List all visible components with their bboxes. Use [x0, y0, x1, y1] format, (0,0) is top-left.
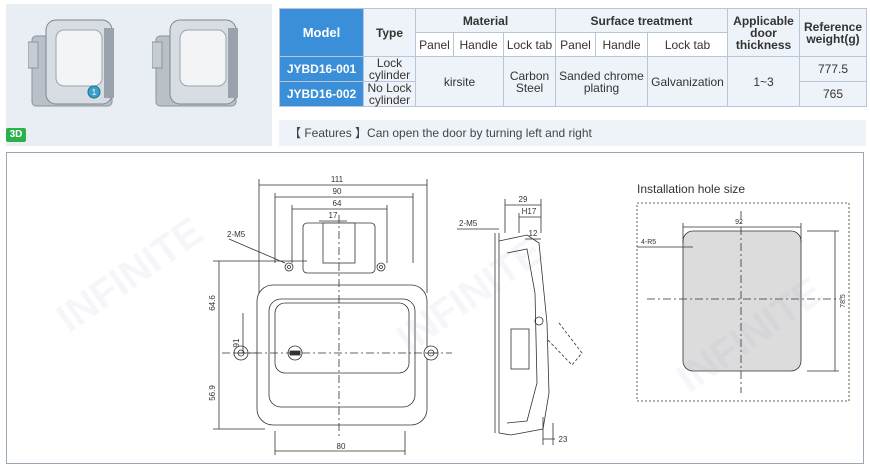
- drawing-canvas: 111 90 64 17 2-M5 64.6 91 56.9 80 29 H17…: [208, 175, 850, 455]
- weight-cell: 777.5: [799, 56, 868, 82]
- dim-111: 111: [331, 175, 344, 184]
- front-thread-label: 2-M5: [227, 230, 246, 239]
- dim-92: 92: [735, 219, 743, 226]
- side-view: [457, 199, 583, 445]
- thickness-cell: 1~3: [727, 56, 801, 107]
- weight-cell: 765: [799, 81, 868, 107]
- product-photo-with-cylinder: 1: [28, 19, 114, 107]
- header-type: Type: [363, 8, 416, 57]
- header-thickness: Applicable door thickness: [727, 8, 801, 57]
- header-material: Material: [415, 8, 556, 33]
- locktab-surface-cell: Galvanization: [646, 56, 729, 107]
- product-photo-without-cylinder: [152, 19, 238, 107]
- type-cell: Lock cylinder: [363, 56, 416, 82]
- technical-drawing: INFINITE INFINITE INFINITE: [6, 152, 864, 464]
- type-cell: No Lock cylinder: [363, 81, 416, 107]
- dim-23: 23: [559, 435, 568, 444]
- subheader-material-handle: Handle: [453, 32, 504, 57]
- header-weight: Reference weight(g): [799, 8, 868, 57]
- spec-table: Model Type Material Surface treatment Ap…: [279, 8, 868, 107]
- hole-title: Installation hole size: [637, 182, 745, 196]
- table-row: JYBD16-002 No Lock cylinder 765: [279, 81, 868, 107]
- dim-80: 80: [337, 442, 346, 451]
- product-photo-panel: 1: [6, 4, 272, 146]
- dim-17: 17: [329, 211, 338, 220]
- dim-90: 90: [333, 187, 342, 196]
- side-thread-label: 2-M5: [459, 219, 478, 228]
- dim-56-9: 56.9: [208, 385, 217, 401]
- dim-h17: H17: [522, 207, 537, 216]
- dim-29: 29: [519, 195, 528, 204]
- header-model: Model: [279, 8, 364, 57]
- subheader-surface-panel: Panel: [555, 32, 596, 57]
- panel-handle-surface-cell: Sanded chrome plating: [555, 56, 648, 107]
- header-surface: Surface treatment: [554, 8, 729, 33]
- dim-64: 64: [333, 199, 342, 208]
- subheader-surface-handle: Handle: [595, 32, 648, 57]
- svg-text:1: 1: [92, 88, 97, 97]
- table-row: JYBD16-001 Lock cylinder kirsite Carbon …: [279, 56, 868, 107]
- subheader-surface-locktab: Lock tab: [646, 32, 729, 57]
- features-note: 【 Features 】Can open the door by turning…: [279, 120, 866, 146]
- model-cell: JYBD16-001: [279, 56, 364, 82]
- locktab-material-cell: Carbon Steel: [503, 56, 556, 107]
- model-cell: JYBD16-002: [279, 81, 364, 107]
- hole-radius-label: 4-R5: [641, 239, 656, 246]
- dim-78-5: 78.5: [840, 294, 847, 308]
- dim-12: 12: [529, 229, 538, 238]
- installation-hole-view: [636, 202, 850, 402]
- 3d-badge[interactable]: 3D: [6, 128, 26, 142]
- subheader-material-locktab: Lock tab: [503, 32, 556, 57]
- dim-64-6: 64.6: [208, 295, 217, 311]
- subheader-material-panel: Panel: [415, 32, 454, 57]
- dim-91: 91: [232, 338, 241, 347]
- panel-material-cell: kirsite: [415, 56, 504, 107]
- front-view: [213, 179, 452, 455]
